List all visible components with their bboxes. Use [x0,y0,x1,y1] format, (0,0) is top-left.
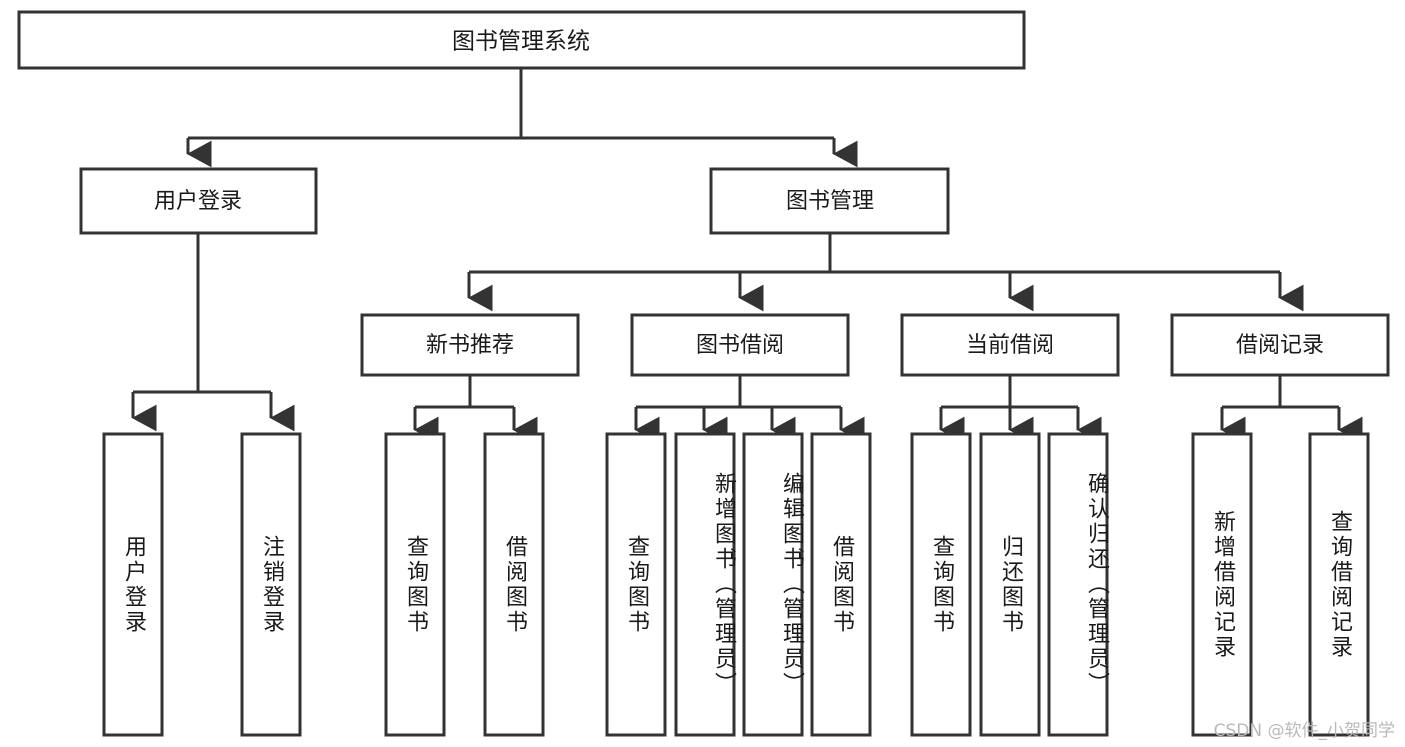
node-root-label: 图书管理系统 [452,29,590,55]
node-leaf-add-book[interactable] [674,432,736,737]
node-leaf-edit-book[interactable] [742,432,804,737]
connector-userlogin-to-leaves [131,233,295,432]
node-leaf-return-book[interactable] [979,432,1041,737]
node-leaf-user-login[interactable] [102,432,164,737]
node-book-management[interactable]: 图书管理 [709,167,950,235]
node-book-borrow[interactable]: 图书借阅 [630,313,850,377]
connector-borrowrecord-to-leaves [1220,375,1363,444]
node-leaf-logout-login[interactable] [240,432,302,737]
node-root[interactable]: 图书管理系统 [17,10,1026,70]
node-new-book-recommend-label: 新书推荐 [426,333,514,358]
watermark-text: CSDN @软件_小贺同学 [1213,721,1395,741]
node-leaf-query-record[interactable] [1308,432,1370,737]
connector-newbook-to-leaves [413,375,538,444]
node-book-management-label: 图书管理 [786,189,874,214]
node-borrow-record-label: 借阅记录 [1236,333,1324,358]
node-leaf-query-book-3[interactable] [910,432,972,737]
node-user-login-label: 用户登录 [154,189,242,214]
node-leaf-query-book-1[interactable] [384,432,446,737]
node-leaf-query-book-2[interactable] [605,432,667,737]
connector-currentborrow-to-leaves [939,375,1102,444]
node-new-book-recommend[interactable]: 新书推荐 [360,313,580,377]
node-leaf-add-record[interactable] [1191,432,1253,737]
connector-bookmgmt-to-level3 [467,233,1304,312]
node-current-borrow-label: 当前借阅 [966,333,1054,358]
node-leaf-borrow-book-2[interactable] [810,432,872,737]
node-user-login[interactable]: 用户登录 [79,167,318,235]
connector-root-to-level2 [186,68,858,168]
node-leaf-borrow-book-1[interactable] [483,432,545,737]
node-book-borrow-label: 图书借阅 [696,333,784,358]
node-borrow-record[interactable]: 借阅记录 [1170,313,1390,377]
node-current-borrow[interactable]: 当前借阅 [900,313,1120,377]
node-leaf-confirm-return[interactable] [1047,432,1109,737]
connector-bookborrow-to-leaves [634,375,865,444]
